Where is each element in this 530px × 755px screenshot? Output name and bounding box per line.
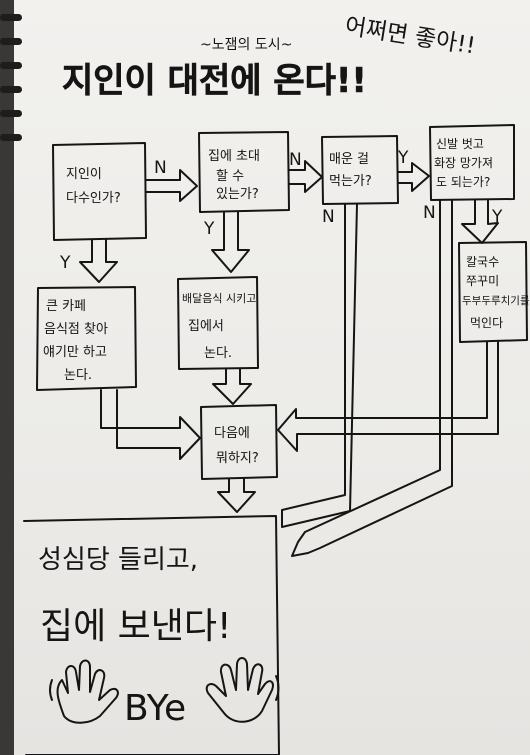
label-no-many: N [154, 158, 167, 178]
node-shoes-line-1: 신발 벗고 [436, 137, 484, 151]
arrow-shoes-no-to-final [291, 199, 453, 557]
box-a-cafe [36, 286, 137, 391]
arrow-many-to-cafe [79, 239, 118, 283]
node-kalguksu-line-1: 칼국수 [466, 255, 499, 269]
node-cafe-line-4: 논다. [64, 368, 92, 383]
node-invite-line-1: 집에 초대 [208, 149, 260, 164]
waving-hand-left-icon [56, 659, 119, 724]
arrow-invite-to-delivery [211, 211, 250, 273]
label-yes-shoes: Y [491, 207, 503, 227]
box-q-shoes [429, 124, 515, 201]
node-delivery-line-1: 배달음식 시키고 [182, 292, 256, 305]
node-delivery-line-2: 집에서 [188, 319, 224, 334]
page-subtitle: ~노잼의 도시~ [200, 37, 292, 53]
arrow-kalguksu-to-next [277, 341, 499, 452]
final-line-1: 성심당 들리고, [38, 545, 198, 575]
spiral-ring [0, 62, 22, 69]
node-shoes-line-2: 화장 망가져 [434, 156, 493, 170]
label-yes-many: Y [59, 253, 71, 273]
box-final [23, 515, 280, 755]
box-q-invite [198, 131, 290, 213]
arrow-many-to-invite [145, 169, 198, 202]
node-many-line-1: 지인이 [66, 167, 102, 182]
arrow-next-to-final [217, 478, 256, 513]
arrow-cafe-to-next [100, 389, 201, 460]
page-title: 지인이 대전에 온다!! [62, 61, 367, 101]
node-many-line-2: 다수인가? [66, 191, 121, 206]
node-cafe-line-2: 음식점 찾아 [44, 322, 108, 337]
node-spicy-line-2: 먹는가? [329, 174, 372, 189]
box-a-kalguksu [458, 241, 528, 343]
final-bye: BYe [124, 688, 186, 729]
motion-line [275, 675, 280, 701]
node-kalguksu-line-3: 두부두루치기를 [462, 295, 530, 307]
box-q-spicy [321, 135, 399, 205]
spiral-ring [0, 86, 22, 93]
final-line-2: 집에 보낸다! [40, 606, 231, 647]
node-kalguksu-line-4: 먹인다 [470, 316, 503, 330]
arrow-shoes-to-kalguksu [461, 199, 499, 244]
node-next-line-1: 다음에 [214, 426, 250, 441]
spiral-ring [0, 38, 22, 45]
box-q-many [52, 142, 147, 241]
arrow-spicy-no-to-final [281, 203, 358, 528]
node-cafe-line-3: 얘기만 하고 [43, 345, 107, 360]
arrow-delivery-to-next [212, 368, 252, 405]
spiral-ring [0, 14, 22, 21]
node-cafe-line-1: 큰 카페 [46, 299, 86, 314]
label-no-shoes: N [423, 203, 436, 223]
node-invite-line-2: 할 수 [216, 169, 244, 184]
arrow-invite-to-spicy [288, 160, 323, 193]
label-yes-invite: Y [203, 219, 215, 239]
label-no-invite: N [289, 150, 302, 170]
exclamation-note: 어쩌면 좋아!! [343, 13, 477, 59]
label-no-spicy: N [322, 207, 335, 227]
spiral-ring [0, 134, 22, 141]
spiral-ring [0, 110, 22, 117]
node-invite-line-3: 있는가? [216, 187, 259, 202]
node-shoes-line-3: 도 되는가? [436, 175, 490, 189]
node-next-line-2: 뭐하지? [216, 451, 259, 466]
motion-line [49, 679, 53, 701]
node-kalguksu-line-2: 쭈꾸미 [466, 274, 499, 288]
box-q-next [200, 404, 278, 480]
arrow-spicy-to-shoes [397, 162, 430, 192]
label-yes-spicy: Y [397, 148, 409, 168]
waving-hand-right-icon [205, 657, 274, 723]
node-delivery-line-3: 논다. [204, 346, 232, 361]
node-spicy-line-1: 매운 걸 [329, 152, 369, 167]
box-a-delivery [177, 276, 259, 370]
